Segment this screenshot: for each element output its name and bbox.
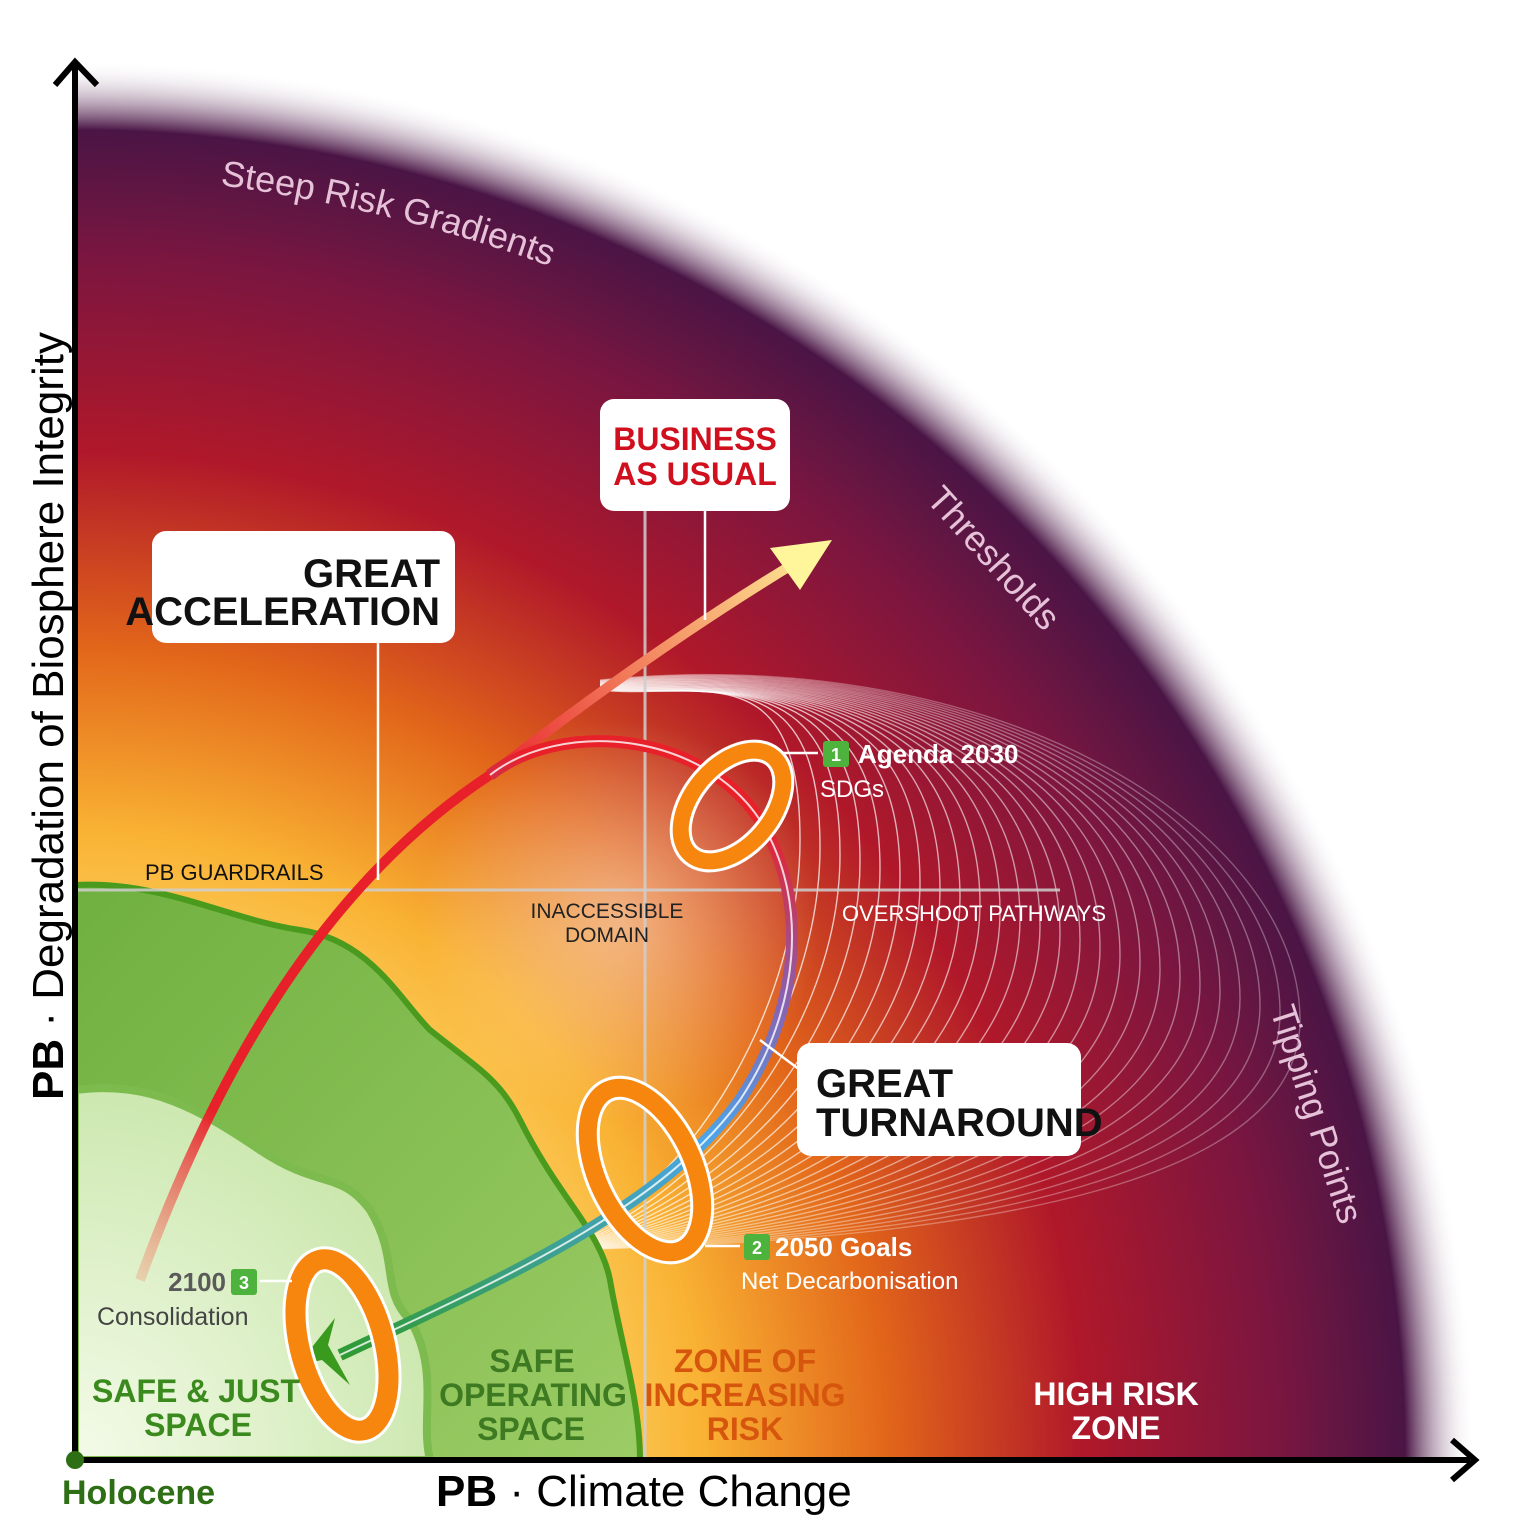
svg-text:INCREASING: INCREASING	[645, 1377, 846, 1413]
milestone-2050-goals: 2 2050 Goals Net Decarbonisation	[741, 1232, 958, 1295]
svg-text:SAFE: SAFE	[489, 1343, 574, 1379]
overshoot-pathway-line	[559, 679, 1141, 1251]
inaccessible-domain-label-1: INACCESSIBLE	[531, 900, 684, 923]
great-turnaround-callout: GREAT TURNAROUND	[797, 1043, 1103, 1156]
svg-text:RISK: RISK	[707, 1411, 783, 1447]
business-as-usual-arrowhead	[770, 540, 832, 590]
overshoot-pathway-line	[559, 677, 1201, 1251]
svg-text:SDGs: SDGs	[820, 776, 884, 803]
svg-text:2100: 2100	[168, 1267, 226, 1297]
zone-of-increasing-risk-label: ZONE OF INCREASING RISK	[645, 1343, 846, 1447]
svg-text:SPACE: SPACE	[144, 1407, 252, 1443]
callout-leaders	[260, 510, 818, 1283]
svg-text:2050 Goals: 2050 Goals	[775, 1232, 912, 1262]
overshoot-pathway-line	[559, 676, 1221, 1251]
overshoot-pathway-line	[559, 684, 981, 1251]
svg-text:SPACE: SPACE	[477, 1411, 585, 1447]
milestone-2100: 2100 3 Consolidation	[97, 1267, 257, 1331]
inaccessible-domain-area	[420, 720, 820, 1120]
svg-text:Agenda 2030: Agenda 2030	[858, 739, 1018, 769]
safe-operating-space-label: SAFE OPERATING SPACE	[439, 1343, 627, 1447]
y-axis-label: PB · Degradation of Biosphere Integrity	[24, 332, 73, 1100]
svg-text:HIGH RISK: HIGH RISK	[1033, 1376, 1198, 1412]
svg-text:Consolidation: Consolidation	[97, 1303, 249, 1331]
overshoot-pathway-line	[559, 687, 901, 1251]
business-as-usual-path	[486, 555, 803, 779]
overshoot-pathway-line	[559, 682, 1041, 1251]
overshoot-pathway-line	[559, 680, 1101, 1251]
overshoot-pathway-line	[559, 678, 1161, 1251]
svg-text:ZONE: ZONE	[1072, 1410, 1161, 1446]
overshoot-pathway-line	[559, 681, 1081, 1251]
axes	[52, 57, 1480, 1483]
overshoot-pathway-line	[559, 687, 881, 1251]
business-as-usual-callout: BUSINESS AS USUAL	[600, 399, 790, 511]
svg-text:OPERATING: OPERATING	[439, 1377, 627, 1413]
overshoot-pathway-line	[559, 678, 1181, 1251]
overshoot-pathway-line	[559, 673, 1301, 1251]
svg-text:AS USUAL: AS USUAL	[613, 456, 777, 492]
great-acceleration-path	[135, 770, 493, 1282]
svg-text:1: 1	[831, 745, 841, 765]
svg-text:ACCELERATION: ACCELERATION	[125, 590, 440, 634]
overshoot-pathway-line	[559, 675, 1241, 1251]
svg-text:Net Decarbonisation: Net Decarbonisation	[741, 1268, 958, 1295]
overshoot-pathways-label: OVERSHOOT PATHWAYS	[842, 901, 1106, 926]
great-acceleration-callout: GREAT ACCELERATION	[125, 531, 455, 643]
svg-text:2: 2	[752, 1238, 762, 1258]
overshoot-pathway-line	[559, 682, 1061, 1251]
pb-guardrails-label: PB GUARDRAILS	[145, 860, 324, 885]
milestone-agenda-2030: 1 Agenda 2030 SDGs	[820, 739, 1018, 803]
svg-text:3: 3	[239, 1273, 249, 1293]
overshoot-pathway-line	[559, 683, 1021, 1251]
svg-text:SAFE & JUST: SAFE & JUST	[92, 1373, 300, 1409]
overshoot-pathway-line	[559, 680, 1121, 1251]
high-risk-zone-label: HIGH RISK ZONE	[1033, 1376, 1198, 1446]
svg-text:GREAT: GREAT	[303, 552, 440, 596]
svg-text:GREAT: GREAT	[816, 1062, 953, 1106]
holocene-origin-dot	[66, 1451, 84, 1469]
overshoot-pathway-line	[559, 684, 1001, 1251]
x-axis-label: PB · Climate Change	[436, 1467, 852, 1516]
overshoot-pathway-line	[559, 674, 1281, 1251]
svg-text:BUSINESS: BUSINESS	[613, 421, 777, 457]
overshoot-pathway-line	[559, 675, 1261, 1251]
overshoot-pathway-line	[559, 686, 921, 1251]
overshoot-pathway-line	[559, 685, 961, 1251]
svg-text:TURNAROUND: TURNAROUND	[816, 1101, 1103, 1145]
inaccessible-domain-label-2: DOMAIN	[565, 924, 649, 947]
consolidation-arrowhead	[298, 1318, 350, 1385]
svg-text:ZONE OF: ZONE OF	[674, 1343, 816, 1379]
safe-just-space-label: SAFE & JUST SPACE	[92, 1373, 300, 1443]
holocene-label: Holocene	[62, 1474, 215, 1512]
